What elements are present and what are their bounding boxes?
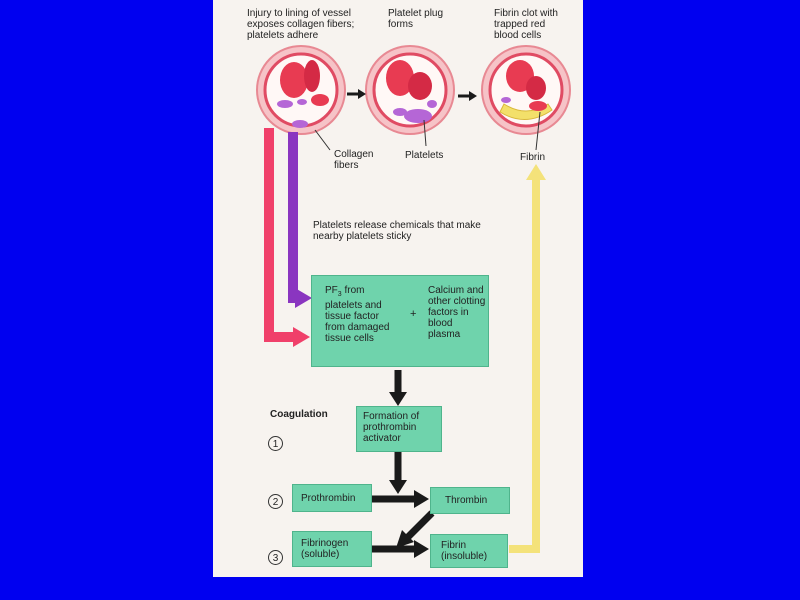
vessel-fibrin-clot [481, 45, 571, 135]
fibrin-leader [535, 111, 541, 151]
fibrinogen-box: Fibrinogen (soluble) [292, 531, 372, 567]
pf3-prefix: PF [325, 285, 338, 296]
yellow-arrow [509, 164, 546, 553]
red-arrow [264, 128, 310, 347]
release-caption: Platelets release chemicals that make ne… [313, 220, 481, 242]
stage-injury-caption: Injury to lining of vessel exposes colla… [247, 8, 355, 41]
step-1-badge: 1 [268, 436, 283, 451]
arrow-prothrombin-to-thrombin [372, 490, 429, 508]
thrombin-box: Thrombin [430, 487, 510, 514]
pf3-text: PF3 from platelets and tissue factor fro… [325, 285, 397, 344]
stage-arrow-2 [458, 91, 477, 101]
prothrombin-box: Prothrombin [292, 484, 372, 512]
arrow-thrombin-down [396, 510, 435, 548]
fibrin-insoluble-box: Fibrin (insoluble) [430, 534, 508, 568]
arrow-fibrinogen-to-fibrin [372, 540, 429, 558]
step-3-badge: 3 [268, 550, 283, 565]
stage-arrow-1 [347, 89, 366, 99]
vessel-platelet-plug [365, 45, 455, 135]
stage-plug-caption: Platelet plug forms [388, 8, 444, 30]
vessel-injury [256, 45, 346, 135]
collagen-label: Collagen fibers [334, 149, 374, 171]
arrow-activator-down [389, 452, 407, 494]
step-2-badge: 2 [268, 494, 283, 509]
calcium-text: Calcium and other clotting factors in bl… [428, 285, 486, 340]
coagulation-heading: Coagulation [270, 409, 328, 420]
pf3-rest: from platelets and tissue factor from da… [325, 285, 390, 344]
platelets-label: Platelets [405, 150, 444, 161]
fibrin-label: Fibrin [520, 152, 546, 163]
platelets-leader [423, 119, 427, 147]
factors-box: PF3 from platelets and tissue factor fro… [311, 275, 489, 367]
stage-clot-caption: Fibrin clot with trapped red blood cells [494, 8, 558, 41]
purple-arrow [288, 132, 312, 308]
arrow-to-activator [389, 370, 407, 406]
activator-box: Formation of prothrombin activator [356, 406, 442, 452]
plus-sign: + [410, 308, 417, 320]
collagen-leader [314, 129, 331, 151]
pf3-subscript: 3 [337, 291, 342, 298]
